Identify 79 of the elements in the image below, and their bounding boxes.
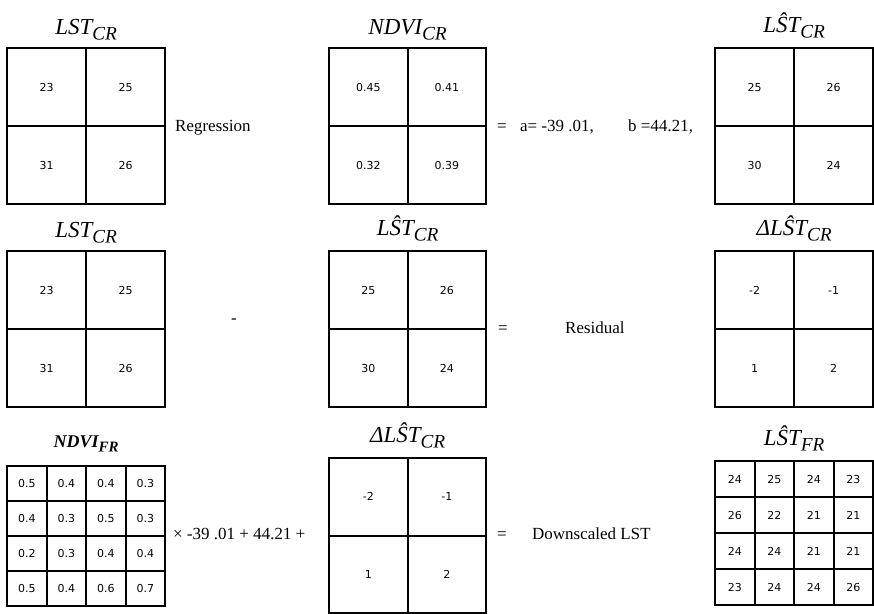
- table-cell: 31: [7, 126, 86, 204]
- grid-heading: LŜT$_{FR}$: [762, 425, 826, 458]
- table-cell: 30: [329, 329, 408, 407]
- table-cell: 24: [754, 533, 794, 569]
- coefficient-text: b =44.21,: [628, 116, 693, 136]
- table-cell: 21: [834, 497, 873, 533]
- table-cell: 0.3: [46, 536, 86, 571]
- table-cell: 0.4: [126, 536, 165, 571]
- table-cell: 24: [715, 533, 754, 569]
- table-cell: 25: [754, 461, 794, 497]
- table-cell: 23: [715, 569, 754, 605]
- table-cell: 23: [834, 461, 873, 497]
- table-cell: 25: [715, 48, 794, 126]
- table-cell: 0.5: [7, 571, 46, 606]
- table-cell: 26: [794, 48, 873, 126]
- table-cell: 26: [86, 329, 165, 407]
- operation-text: Regression: [175, 116, 251, 136]
- table-cell: 0.45: [329, 48, 408, 126]
- table-cell: 25: [329, 251, 408, 329]
- table-cell: 22: [754, 497, 794, 533]
- table-cell: -1: [794, 251, 873, 329]
- table-cell: 24: [408, 329, 486, 407]
- operation-text: Residual: [565, 318, 624, 338]
- table-cell: -2: [715, 251, 794, 329]
- table-cell: 0.3: [126, 501, 165, 536]
- table-cell: 1: [329, 536, 408, 613]
- table-cell: 0.32: [329, 126, 408, 204]
- table-cell: 25: [86, 251, 165, 329]
- grid-heading: LST$_{CR}$: [54, 217, 118, 250]
- table-cell: 23: [7, 251, 86, 329]
- table-cell: 0.39: [408, 126, 486, 204]
- table-cell: 24: [715, 461, 754, 497]
- grid-heading: NDVI$_{CR}$: [367, 14, 448, 47]
- grid-heading: ΔLŜT$_{CR}$: [754, 215, 833, 248]
- table-cell: 21: [834, 533, 873, 569]
- table-cell: 24: [794, 461, 834, 497]
- operator-sign: -: [231, 308, 237, 328]
- table-cell: 24: [754, 569, 794, 605]
- table-cell: 0.4: [86, 536, 126, 571]
- table-cell: 21: [794, 497, 834, 533]
- grid-heading: LŜT$_{CR}$: [762, 12, 826, 45]
- table-cell: 31: [7, 329, 86, 407]
- table-cell: 0.4: [46, 571, 86, 606]
- table-cell: 30: [715, 126, 794, 204]
- table-cell: 26: [715, 497, 754, 533]
- table-cell: 0.5: [7, 466, 46, 501]
- table-cell: -1: [408, 458, 486, 536]
- table-cell: 24: [794, 126, 873, 204]
- table-cell: 0.4: [46, 466, 86, 501]
- table-cell: 0.3: [126, 466, 165, 501]
- operation-text: Downscaled LST: [532, 524, 651, 544]
- table-cell: 0.6: [86, 571, 126, 606]
- coefficient-text: a= -39 .01,: [520, 116, 594, 136]
- table-cell: 0.4: [86, 466, 126, 501]
- table-cell: 23: [7, 48, 86, 126]
- table-cell: 2: [408, 536, 486, 613]
- table-cell: -2: [329, 458, 408, 536]
- table-cell: 21: [794, 533, 834, 569]
- table-cell: 0.5: [86, 501, 126, 536]
- grid-heading: NDVI$_{FR}$: [52, 430, 120, 458]
- table-cell: 1: [715, 329, 794, 407]
- table-cell: 0.7: [126, 571, 165, 606]
- table-cell: 0.2: [7, 536, 46, 571]
- table-cell: 0.4: [7, 501, 46, 536]
- grid-heading: LŜT$_{CR}$: [376, 215, 440, 248]
- table-cell: 0.41: [408, 48, 486, 126]
- operator-sign: =: [498, 318, 508, 338]
- table-cell: 26: [834, 569, 873, 605]
- grid-heading: LST$_{CR}$: [54, 14, 118, 47]
- operator-sign: =: [497, 524, 507, 544]
- table-cell: 25: [86, 48, 165, 126]
- table-cell: 26: [86, 126, 165, 204]
- table-cell: 24: [794, 569, 834, 605]
- formula-text: × -39 .01 + 44.21 +: [173, 524, 306, 544]
- table-cell: 2: [794, 329, 873, 407]
- table-cell: 26: [408, 251, 486, 329]
- operator-sign: =: [497, 116, 507, 136]
- grid-heading: ΔLŜT$_{CR}$: [368, 422, 446, 455]
- table-cell: 0.3: [46, 501, 86, 536]
